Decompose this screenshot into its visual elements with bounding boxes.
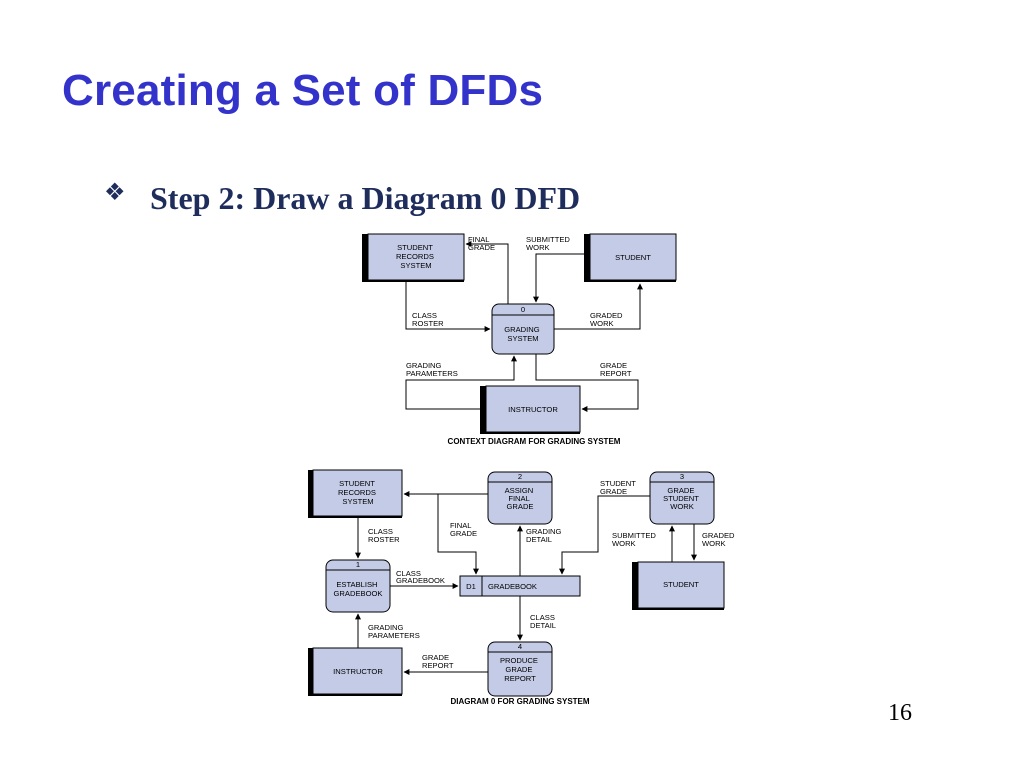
flow-label-student-grade: STUDENT GRADE <box>600 479 638 496</box>
process-label: ESTABLISH GRADEBOOK <box>334 580 383 598</box>
flow-label-graded-work: GRADED WORK <box>702 531 737 548</box>
entity-label: STUDENT RECORDS SYSTEM <box>396 243 436 270</box>
flow-label-graded-work: GRADED WORK <box>590 311 625 328</box>
entity-label: INSTRUCTOR <box>508 405 558 414</box>
process-id: 0 <box>521 305 525 314</box>
flow-class-roster <box>405 282 491 332</box>
context-caption: CONTEXT DIAGRAM FOR GRADING SYSTEM <box>448 437 621 446</box>
flow-label-grading-detail: GRADING DETAIL <box>526 527 564 544</box>
flow-final-grade <box>465 241 509 304</box>
context-entity-instructor: INSTRUCTOR <box>480 385 581 434</box>
datastore-id: D1 <box>466 582 476 591</box>
flow-label-grade-report: GRADE REPORT <box>600 361 632 378</box>
diagram0-caption: DIAGRAM 0 FOR GRADING SYSTEM <box>450 697 589 706</box>
flow-student-grade <box>559 495 650 575</box>
context-process-grading-system: 0 GRADING SYSTEM <box>491 303 555 355</box>
entity-label: STUDENT <box>663 580 699 589</box>
flow-grade-report <box>535 354 639 412</box>
process-label: GRADE STUDENT WORK <box>663 486 701 511</box>
flow-label-submitted-work: SUBMITTED WORK <box>526 235 572 252</box>
context-entity-student-records: STUDENT RECORDS SYSTEM <box>362 233 465 282</box>
d0-datastore-gradebook: D1 GRADEBOOK <box>459 575 581 597</box>
flow-graded-work <box>554 283 643 330</box>
flow-label-grading-parameters: GRADING PARAMETERS <box>406 361 458 378</box>
process-id: 1 <box>356 560 360 569</box>
entity-label: STUDENT RECORDS SYSTEM <box>338 479 378 506</box>
process-id: 3 <box>680 472 684 481</box>
flow-label-final-grade: FINAL GRADE <box>450 521 477 538</box>
flow-label-class-detail: CLASS DETAIL <box>530 613 557 630</box>
slide-title: Creating a Set of DFDs <box>62 66 544 115</box>
d0-process-produce-grade-report: 4 PRODUCE GRADE REPORT <box>487 641 553 697</box>
flow-label-final-grade: FINAL GRADE <box>468 235 495 252</box>
flow-label-grade-report: GRADE REPORT <box>422 653 454 670</box>
process-id: 2 <box>518 472 522 481</box>
context-diagram: STUDENT RECORDS SYSTEM STUDENT 0 GRADING… <box>362 233 677 446</box>
flow-label-grading-parameters: GRADING PARAMETERS <box>368 623 420 640</box>
process-label: PRODUCE GRADE REPORT <box>500 656 540 683</box>
d0-process-establish-gradebook: 1 ESTABLISH GRADEBOOK <box>325 559 391 613</box>
context-entity-student: STUDENT <box>584 233 677 282</box>
flow-label-submitted-work: SUBMITTED WORK <box>612 531 658 548</box>
bullet-text: Step 2: Draw a Diagram 0 DFD <box>150 180 581 216</box>
d0-entity-student: STUDENT <box>632 561 725 610</box>
process-label: ASSIGN FINAL GRADE <box>505 486 536 511</box>
dfd-figure: STUDENT RECORDS SYSTEM STUDENT 0 GRADING… <box>308 232 744 706</box>
process-label: GRADING SYSTEM <box>504 325 542 343</box>
dfd-diagram: STUDENT RECORDS SYSTEM STUDENT 0 GRADING… <box>308 233 737 706</box>
flow-label-class-roster: CLASS ROSTER <box>412 311 444 328</box>
diagram-0: STUDENT RECORDS SYSTEM 2 ASSIGN FINAL GR… <box>308 469 737 706</box>
flow-grading-parameters <box>405 355 517 410</box>
d0-process-grade-student-work: 3 GRADE STUDENT WORK <box>649 471 715 525</box>
d0-entity-instructor: INSTRUCTOR <box>308 647 403 696</box>
entity-label: INSTRUCTOR <box>333 667 383 676</box>
d0-process-assign-final-grade: 2 ASSIGN FINAL GRADE <box>487 471 553 525</box>
page-number: 16 <box>888 700 912 726</box>
d0-entity-student-records: STUDENT RECORDS SYSTEM <box>308 469 403 518</box>
entity-label: STUDENT <box>615 253 651 262</box>
diamond-bullet-icon: ❖ <box>104 178 126 206</box>
flow-label-class-gradebook: CLASS GRADEBOOK <box>396 569 445 585</box>
flow-label-class-roster: CLASS ROSTER <box>368 527 400 544</box>
datastore-label: GRADEBOOK <box>488 582 537 591</box>
flow-submitted-work <box>533 253 590 303</box>
process-id: 4 <box>518 642 522 651</box>
flow-final-grade <box>437 494 479 575</box>
